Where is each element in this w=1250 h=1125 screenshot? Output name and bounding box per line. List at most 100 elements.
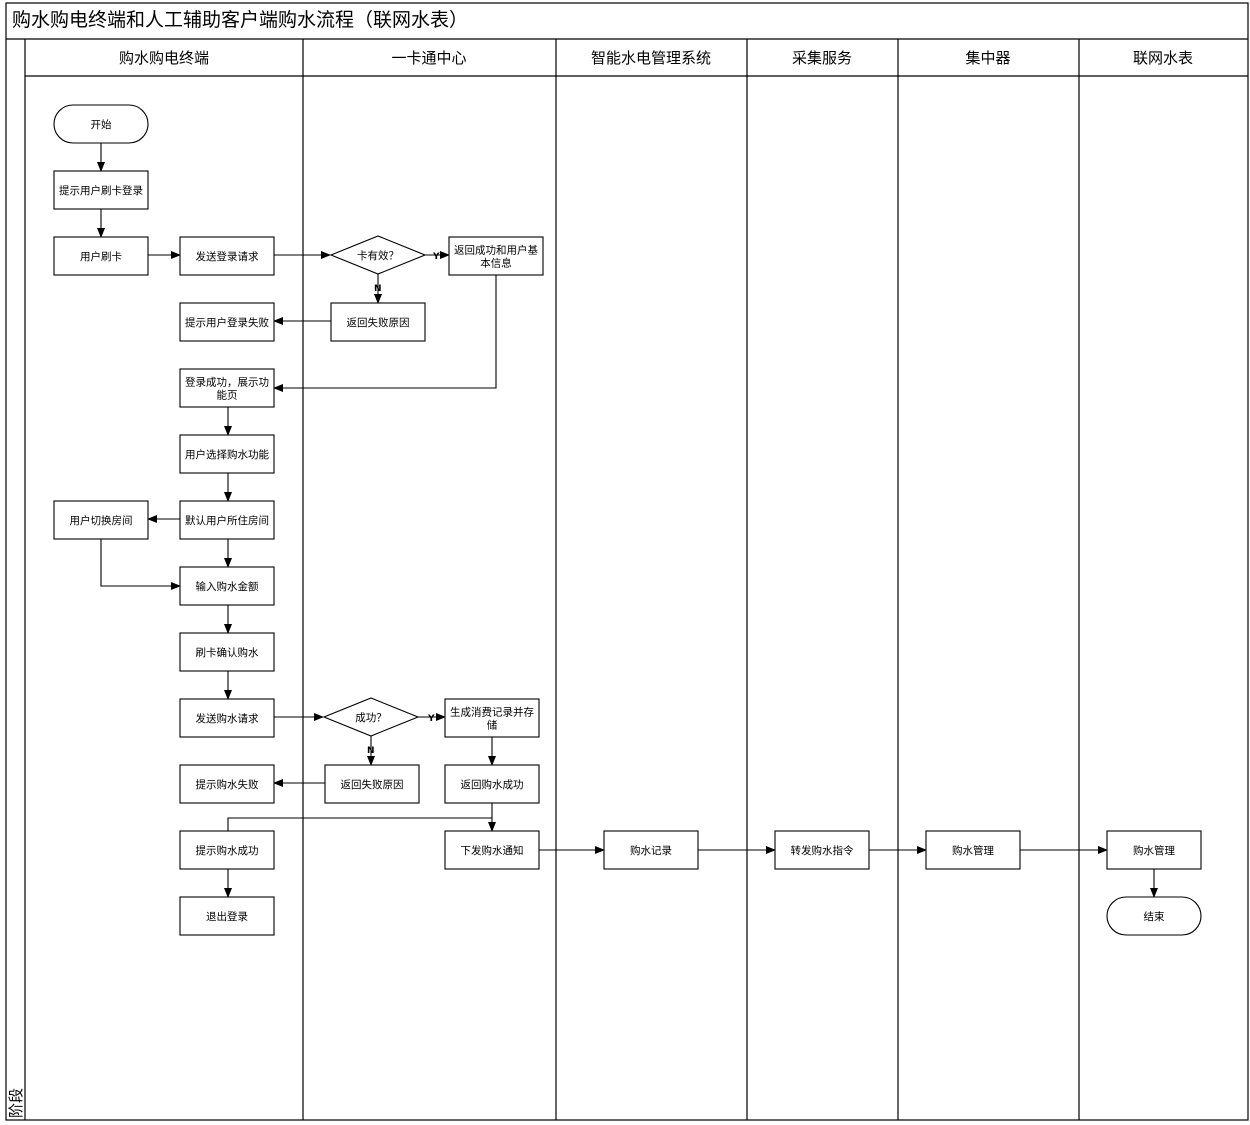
lane-title-concentrator: 集中器 bbox=[965, 49, 1010, 67]
process-box bbox=[179, 698, 275, 738]
node-label: 本信息 bbox=[480, 257, 512, 270]
process-box bbox=[444, 764, 540, 804]
node-choose-buy: 用户选择购水功能 bbox=[179, 434, 275, 474]
node-label: 结束 bbox=[1144, 910, 1166, 923]
node-login-fail: 提示用户登录失败 bbox=[179, 302, 275, 342]
node-label: 返回失败原因 bbox=[347, 316, 410, 329]
node-label: 购水管理 bbox=[952, 844, 994, 857]
process-box bbox=[179, 566, 275, 606]
node-label: 返回成功和用户基 bbox=[454, 244, 538, 257]
yes-label: Y bbox=[432, 252, 440, 262]
process-box bbox=[179, 764, 275, 804]
lane-title-card-center: 一卡通中心 bbox=[391, 49, 466, 67]
process-box bbox=[53, 170, 149, 210]
no-label: N bbox=[374, 284, 382, 294]
node-card-valid: 卡有效？ bbox=[329, 235, 427, 275]
connectors bbox=[97, 143, 1158, 898]
node-prompt-swipe: 提示用户刷卡登录 bbox=[53, 170, 149, 210]
node-return-buy-ok: 返回购水成功 bbox=[444, 764, 540, 804]
node-success-q: 成功？ bbox=[322, 697, 420, 737]
node-label: 用户切换房间 bbox=[70, 514, 133, 527]
node-label: 能页 bbox=[217, 389, 238, 402]
diagram-title: 购水购电终端和人工辅助客户端购水流程（联网水表） bbox=[12, 9, 468, 31]
process-box bbox=[179, 368, 275, 408]
decision-shape bbox=[329, 235, 427, 275]
process-box bbox=[603, 830, 699, 870]
process-box bbox=[330, 302, 426, 342]
lane-title-collect: 采集服务 bbox=[792, 49, 852, 67]
process-box bbox=[179, 632, 275, 672]
node-label: 返回失败原因 bbox=[341, 778, 404, 791]
node-label: 生成消费记录并存 bbox=[450, 706, 534, 719]
diagram-border bbox=[5, 2, 1249, 1121]
node-label: 返回购水成功 bbox=[461, 778, 524, 791]
node-label: 登录成功，展示功 bbox=[185, 376, 269, 389]
process-box bbox=[53, 236, 149, 276]
node-label: 开始 bbox=[91, 118, 112, 131]
node-confirm-swipe: 刷卡确认购水 bbox=[179, 632, 275, 672]
node-label: 下发购水通知 bbox=[461, 844, 524, 857]
process-box bbox=[179, 302, 275, 342]
node-label: 退出登录 bbox=[206, 910, 248, 923]
process-box bbox=[448, 236, 544, 276]
node-send-buy: 发送购水请求 bbox=[179, 698, 275, 738]
edge-return-ok-to-buy-ok bbox=[227, 817, 492, 831]
node-input-amount: 输入购水金额 bbox=[179, 566, 275, 606]
node-logout: 退出登录 bbox=[179, 896, 275, 936]
process-box bbox=[444, 830, 540, 870]
node-label: 发送购水请求 bbox=[196, 712, 259, 725]
node-label: 卡有效？ bbox=[357, 249, 399, 262]
node-start: 开始 bbox=[53, 104, 149, 144]
edge-info-to-login-ok bbox=[273, 275, 497, 392]
lane-title-terminal: 购水购电终端 bbox=[119, 49, 209, 67]
node-forward-cmd: 转发购水指令 bbox=[774, 830, 870, 870]
process-box bbox=[179, 896, 275, 936]
node-send-login: 发送登录请求 bbox=[179, 236, 275, 276]
node-label: 成功？ bbox=[355, 712, 387, 724]
node-label: 提示购水成功 bbox=[196, 844, 259, 857]
process-box bbox=[1106, 830, 1202, 870]
node-label: 储 bbox=[487, 719, 498, 732]
process-box bbox=[179, 500, 275, 540]
node-switch-room: 用户切换房间 bbox=[53, 500, 149, 540]
node-label: 购水记录 bbox=[630, 844, 672, 857]
node-swipe: 用户刷卡 bbox=[53, 236, 149, 276]
node-label: 提示用户登录失败 bbox=[185, 316, 269, 329]
node-label: 发送登录请求 bbox=[196, 250, 259, 263]
node-manage-1: 购水管理 bbox=[925, 830, 1021, 870]
process-box bbox=[774, 830, 870, 870]
lane-title-smart-system: 智能水电管理系统 bbox=[591, 49, 711, 67]
process-box bbox=[925, 830, 1021, 870]
node-return-fail-2: 返回失败原因 bbox=[324, 764, 420, 804]
lane-title-meter: 联网水表 bbox=[1133, 49, 1193, 67]
process-box bbox=[324, 764, 420, 804]
node-send-notice: 下发购水通知 bbox=[444, 830, 540, 870]
node-label: 转发购水指令 bbox=[791, 844, 854, 857]
terminator-shape bbox=[1106, 896, 1202, 936]
node-label: 购水管理 bbox=[1133, 844, 1175, 857]
node-label: 默认用户所住房间 bbox=[185, 514, 269, 527]
node-buy-record: 购水记录 bbox=[603, 830, 699, 870]
yes-label: Y bbox=[427, 714, 435, 724]
process-box bbox=[444, 698, 540, 738]
process-box bbox=[179, 434, 275, 474]
decision-shape bbox=[322, 697, 420, 737]
node-label: 用户选择购水功能 bbox=[185, 448, 269, 461]
process-box bbox=[53, 500, 149, 540]
node-label: 提示购水失败 bbox=[196, 778, 259, 791]
process-box bbox=[179, 830, 275, 870]
node-label: 刷卡确认购水 bbox=[196, 646, 259, 659]
edge-switch-to-input-amount bbox=[100, 539, 181, 590]
terminator-shape bbox=[53, 104, 149, 144]
node-manage-2: 购水管理 bbox=[1106, 830, 1202, 870]
node-default-room: 默认用户所住房间 bbox=[179, 500, 275, 540]
no-label: N bbox=[367, 746, 375, 756]
node-buy-ok: 提示购水成功 bbox=[179, 830, 275, 870]
node-label: 提示用户刷卡登录 bbox=[59, 184, 143, 197]
node-return-fail-1: 返回失败原因 bbox=[330, 302, 426, 342]
